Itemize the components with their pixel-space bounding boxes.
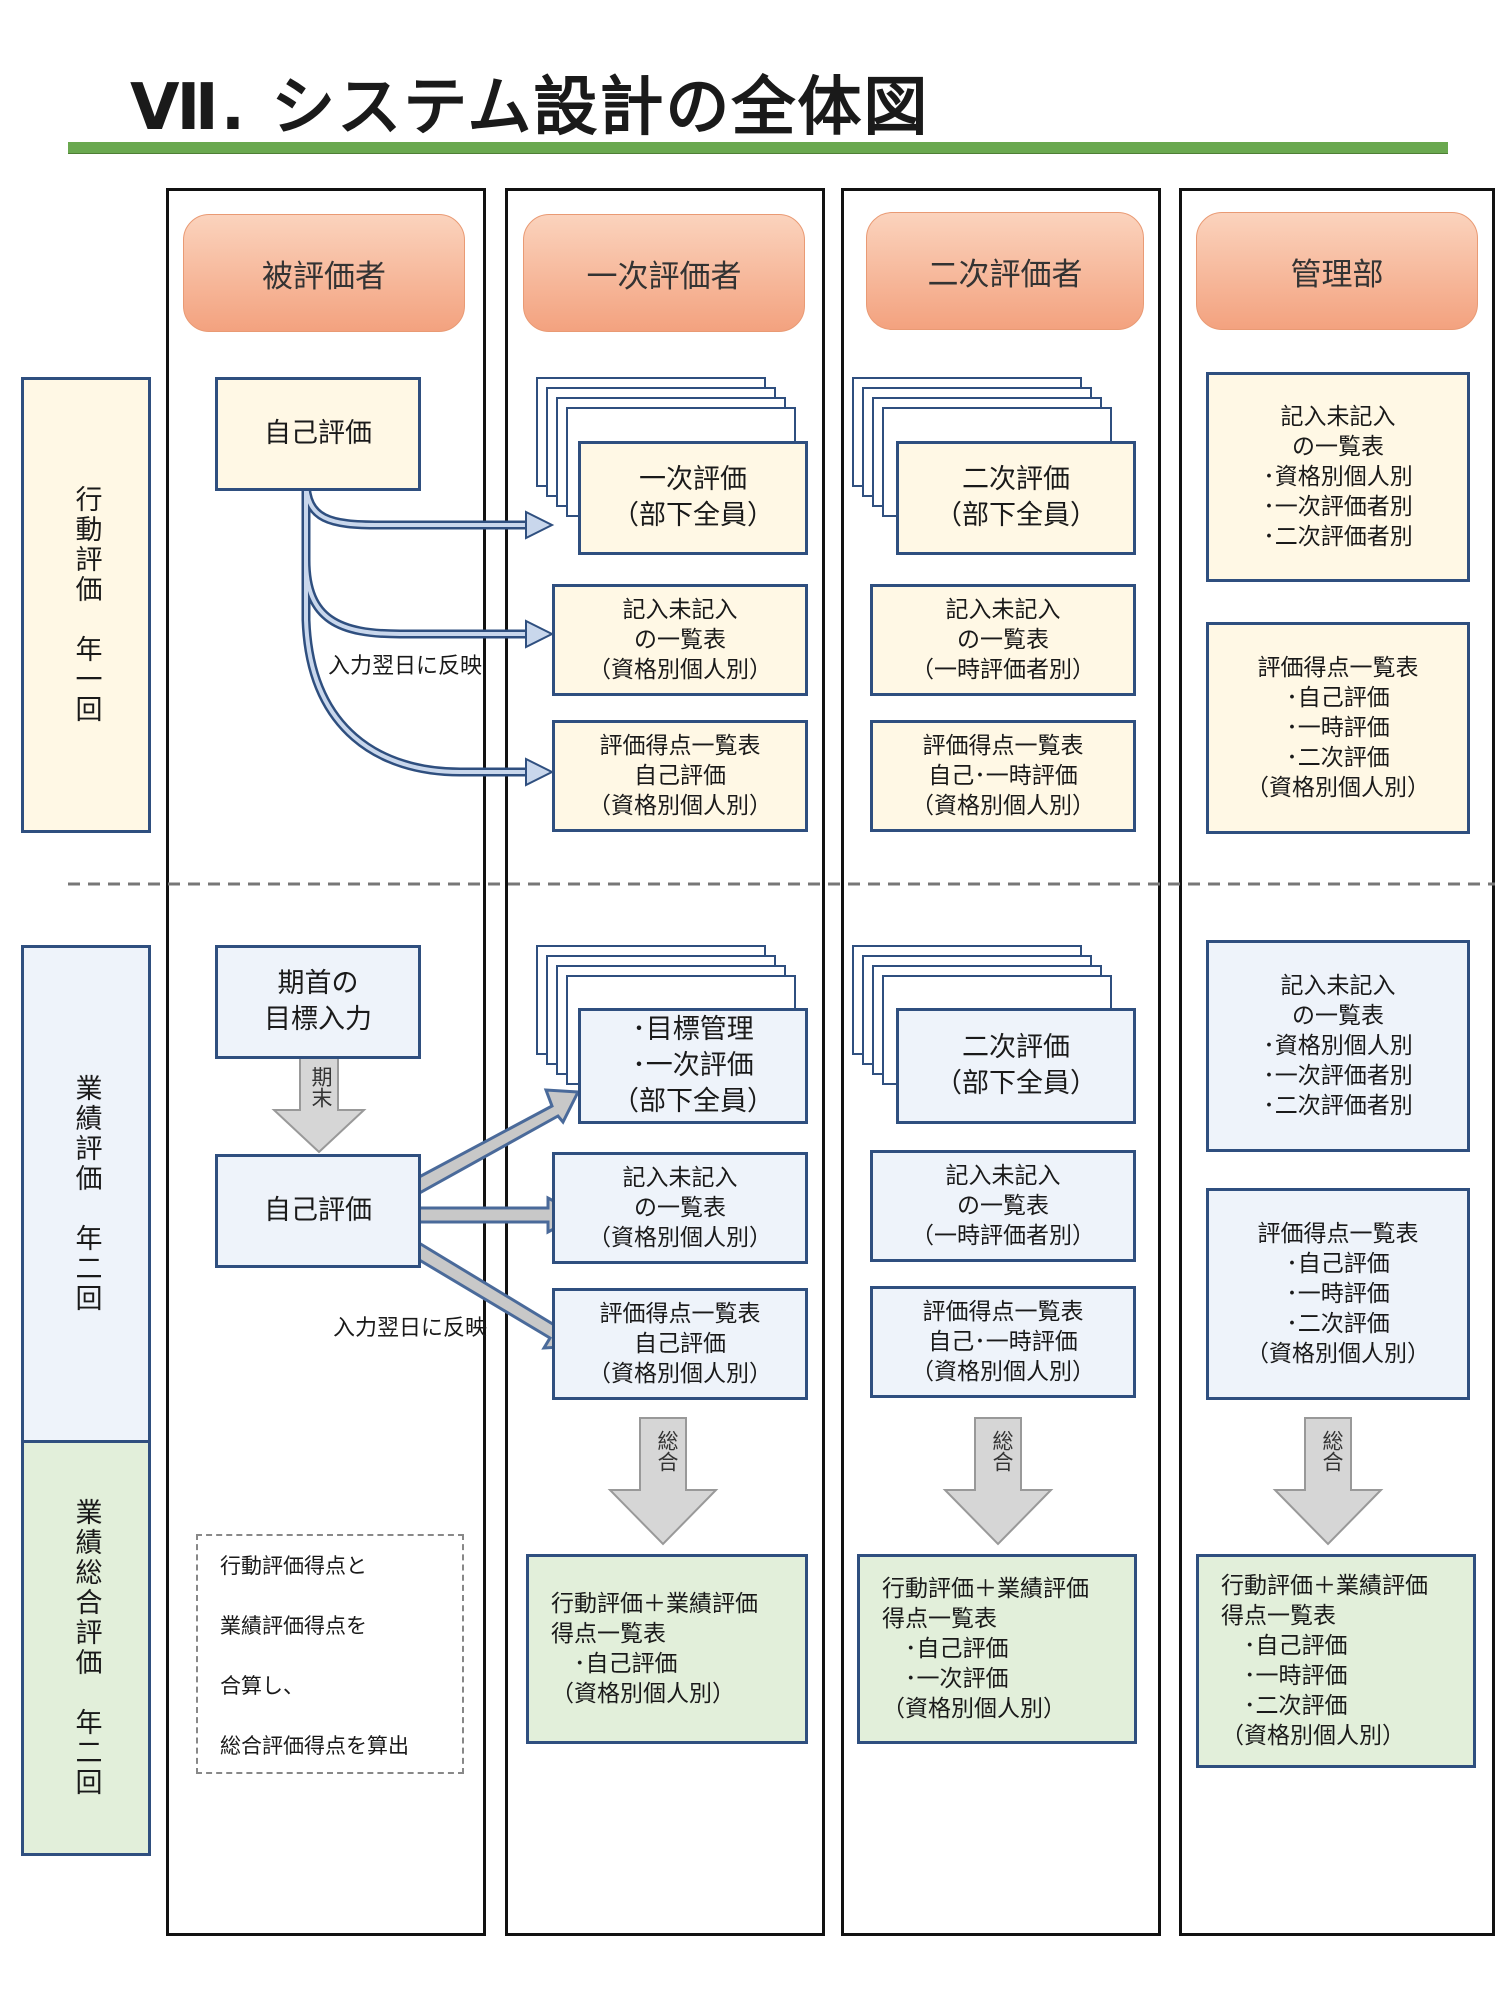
c3-score-list-behavior: 評価得点一覧表 自己･一時評価 （資格別個人別） <box>870 720 1136 832</box>
c2-combined-result-label: 行動評価＋業績評価 得点一覧表 ･自己評価 （資格別個人別） <box>551 1591 758 1707</box>
lower-arrows <box>402 1088 584 1350</box>
c2-unfilled-list-performance: 記入未記入 の一覧表 （資格別個人別） <box>552 1152 808 1264</box>
combined-arrow-c4 <box>1272 1417 1384 1546</box>
combined-label-c2: 総合 <box>655 1430 679 1472</box>
title-underline <box>68 142 1448 154</box>
column-admin <box>1179 188 1495 1936</box>
primary-eval-performance: ･目標管理 ･一次評価 （部下全員） <box>578 1008 808 1124</box>
goal-input-label: 期首の 目標入力 <box>264 968 372 1035</box>
row-label-performance: 業績評価 年二回 <box>21 945 151 1443</box>
c2-unfilled-list-behavior-label: 記入未記入 の一覧表 （資格別個人別） <box>588 597 772 683</box>
column-evaluatee <box>166 188 486 1936</box>
secondary-eval-performance-label: 二次評価 （部下全員） <box>935 1032 1097 1099</box>
note-line: 総合評価得点を算出 <box>220 1734 409 1758</box>
secondary-eval-behavior-label: 二次評価 （部下全員） <box>935 464 1097 531</box>
c3-combined-result-label: 行動評価＋業績評価 得点一覧表 ･自己評価 ･一次評価 （資格別個人別） <box>882 1576 1089 1722</box>
c3-score-list-behavior-label: 評価得点一覧表 自己･一時評価 （資格別個人別） <box>911 733 1095 819</box>
arrowhead-3 <box>525 757 555 787</box>
combined-label-c4: 総合 <box>1320 1430 1344 1472</box>
arrow-to-unfilled <box>301 480 530 639</box>
header-admin-label: 管理部 <box>1290 256 1384 293</box>
c3-unfilled-list-behavior: 記入未記入 の一覧表 （一時評価者別） <box>870 584 1136 696</box>
c4-unfilled-list-behavior: 記入未記入 の一覧表 ･資格別個人別 ･一次評価者別 ･二次評価者別 <box>1206 372 1470 582</box>
self-eval-performance: 自己評価 <box>215 1154 421 1268</box>
c4-unfilled-list-performance-label: 記入未記入 の一覧表 ･資格別個人別 ･一次評価者別 ･二次評価者別 <box>1263 973 1413 1119</box>
reflect-label-upper: 入力翌日に反映 <box>328 654 483 679</box>
c2-score-list-performance: 評価得点一覧表 自己評価 （資格別個人別） <box>552 1288 808 1400</box>
self-eval-performance-label: 自己評価 <box>264 1195 372 1226</box>
goal-input: 期首の 目標入力 <box>215 945 421 1059</box>
page-title: Ⅶ. システム設計の全体図 <box>130 71 930 145</box>
self-eval-behavior: 自己評価 <box>215 377 421 491</box>
combined-arrow-c2 <box>607 1417 719 1546</box>
header-admin: 管理部 <box>1196 212 1478 330</box>
c3-score-list-performance-label: 評価得点一覧表 自己･一時評価 （資格別個人別） <box>911 1299 1095 1385</box>
c3-score-list-performance: 評価得点一覧表 自己･一時評価 （資格別個人別） <box>870 1286 1136 1398</box>
period-end-arrow <box>271 1055 367 1154</box>
c2-score-list-performance-label: 評価得点一覧表 自己評価 （資格別個人別） <box>588 1301 772 1387</box>
c2-unfilled-list-behavior: 記入未記入 の一覧表 （資格別個人別） <box>552 584 808 696</box>
header-primary-evaluator: 一次評価者 <box>523 214 805 332</box>
c4-unfilled-list-behavior-label: 記入未記入 の一覧表 ･資格別個人別 ･一次評価者別 ･二次評価者別 <box>1263 404 1413 550</box>
c3-unfilled-list-performance-label: 記入未記入 の一覧表 （一時評価者別） <box>911 1163 1095 1249</box>
header-primary-evaluator-label: 一次評価者 <box>586 258 742 295</box>
c4-combined-result-label: 行動評価＋業績評価 得点一覧表 ･自己評価 ･一時評価 ･二次評価 （資格別個人… <box>1221 1573 1428 1749</box>
c4-score-list-behavior: 評価得点一覧表 ･自己評価 ･一時評価 ･二次評価 （資格別個人別） <box>1206 622 1470 834</box>
primary-eval-behavior-label: 一次評価 （部下全員） <box>612 464 774 531</box>
note-line: 業績評価得点を <box>220 1614 367 1638</box>
self-eval-behavior-label: 自己評価 <box>264 418 372 449</box>
c3-unfilled-list-performance: 記入未記入 の一覧表 （一時評価者別） <box>870 1150 1136 1262</box>
c4-score-list-behavior-label: 評価得点一覧表 ･自己評価 ･一時評価 ･二次評価 （資格別個人別） <box>1246 655 1430 801</box>
c3-unfilled-list-behavior-label: 記入未記入 の一覧表 （一時評価者別） <box>911 597 1095 683</box>
row-label-behavior-text: 行動評価 年一回 <box>70 485 102 725</box>
c4-unfilled-list-performance: 記入未記入 の一覧表 ･資格別個人別 ･一次評価者別 ･二次評価者別 <box>1206 940 1470 1152</box>
row-label-combined: 業績総合評価 年二回 <box>21 1440 151 1856</box>
c4-score-list-performance: 評価得点一覧表 ･自己評価 ･一時評価 ･二次評価 （資格別個人別） <box>1206 1188 1470 1400</box>
header-evaluatee: 被評価者 <box>183 214 465 332</box>
c3-combined-result: 行動評価＋業績評価 得点一覧表 ･自己評価 ･一次評価 （資格別個人別） <box>857 1554 1137 1744</box>
note-line: 行動評価得点と <box>220 1554 367 1578</box>
column-secondary-evaluator <box>841 188 1161 1936</box>
header-secondary-evaluator-label: 二次評価者 <box>927 256 1083 293</box>
arrowhead-2 <box>525 619 555 649</box>
c4-score-list-performance-label: 評価得点一覧表 ･自己評価 ･一時評価 ･二次評価 （資格別個人別） <box>1246 1221 1430 1367</box>
c2-score-list-behavior-label: 評価得点一覧表 自己評価 （資格別個人別） <box>588 733 772 819</box>
header-secondary-evaluator: 二次評価者 <box>866 212 1144 330</box>
primary-eval-performance-label: ･目標管理 ･一次評価 （部下全員） <box>612 1014 774 1117</box>
period-end-label: 期末 <box>309 1066 333 1108</box>
note-line: 合算し、 <box>220 1674 304 1698</box>
upper-arrows <box>301 468 530 777</box>
combined-arrow-c3 <box>942 1417 1054 1546</box>
combined-label-c3: 総合 <box>990 1430 1014 1472</box>
header-evaluatee-label: 被評価者 <box>262 258 386 295</box>
c2-score-list-behavior: 評価得点一覧表 自己評価 （資格別個人別） <box>552 720 808 832</box>
row-label-behavior: 行動評価 年一回 <box>21 377 151 833</box>
c4-combined-result: 行動評価＋業績評価 得点一覧表 ･自己評価 ･一時評価 ･二次評価 （資格別個人… <box>1196 1554 1476 1768</box>
c2-combined-result: 行動評価＋業績評価 得点一覧表 ･自己評価 （資格別個人別） <box>526 1554 808 1744</box>
combined-note: 行動評価得点と 業績評価得点を 合算し、 総合評価得点を算出 <box>196 1534 464 1774</box>
secondary-eval-performance: 二次評価 （部下全員） <box>896 1008 1136 1124</box>
lower-arrow-up <box>403 1088 581 1198</box>
arrowhead-1 <box>525 510 555 540</box>
row-label-performance-text: 業績評価 年二回 <box>70 1074 102 1314</box>
secondary-eval-behavior: 二次評価 （部下全員） <box>896 441 1136 555</box>
c2-unfilled-list-performance-label: 記入未記入 の一覧表 （資格別個人別） <box>588 1165 772 1251</box>
row-label-combined-text: 業績総合評価 年二回 <box>70 1498 102 1798</box>
column-primary-evaluator <box>505 188 825 1936</box>
primary-eval-behavior: 一次評価 （部下全員） <box>578 441 808 555</box>
reflect-label-lower: 入力翌日に反映 <box>333 1316 488 1341</box>
